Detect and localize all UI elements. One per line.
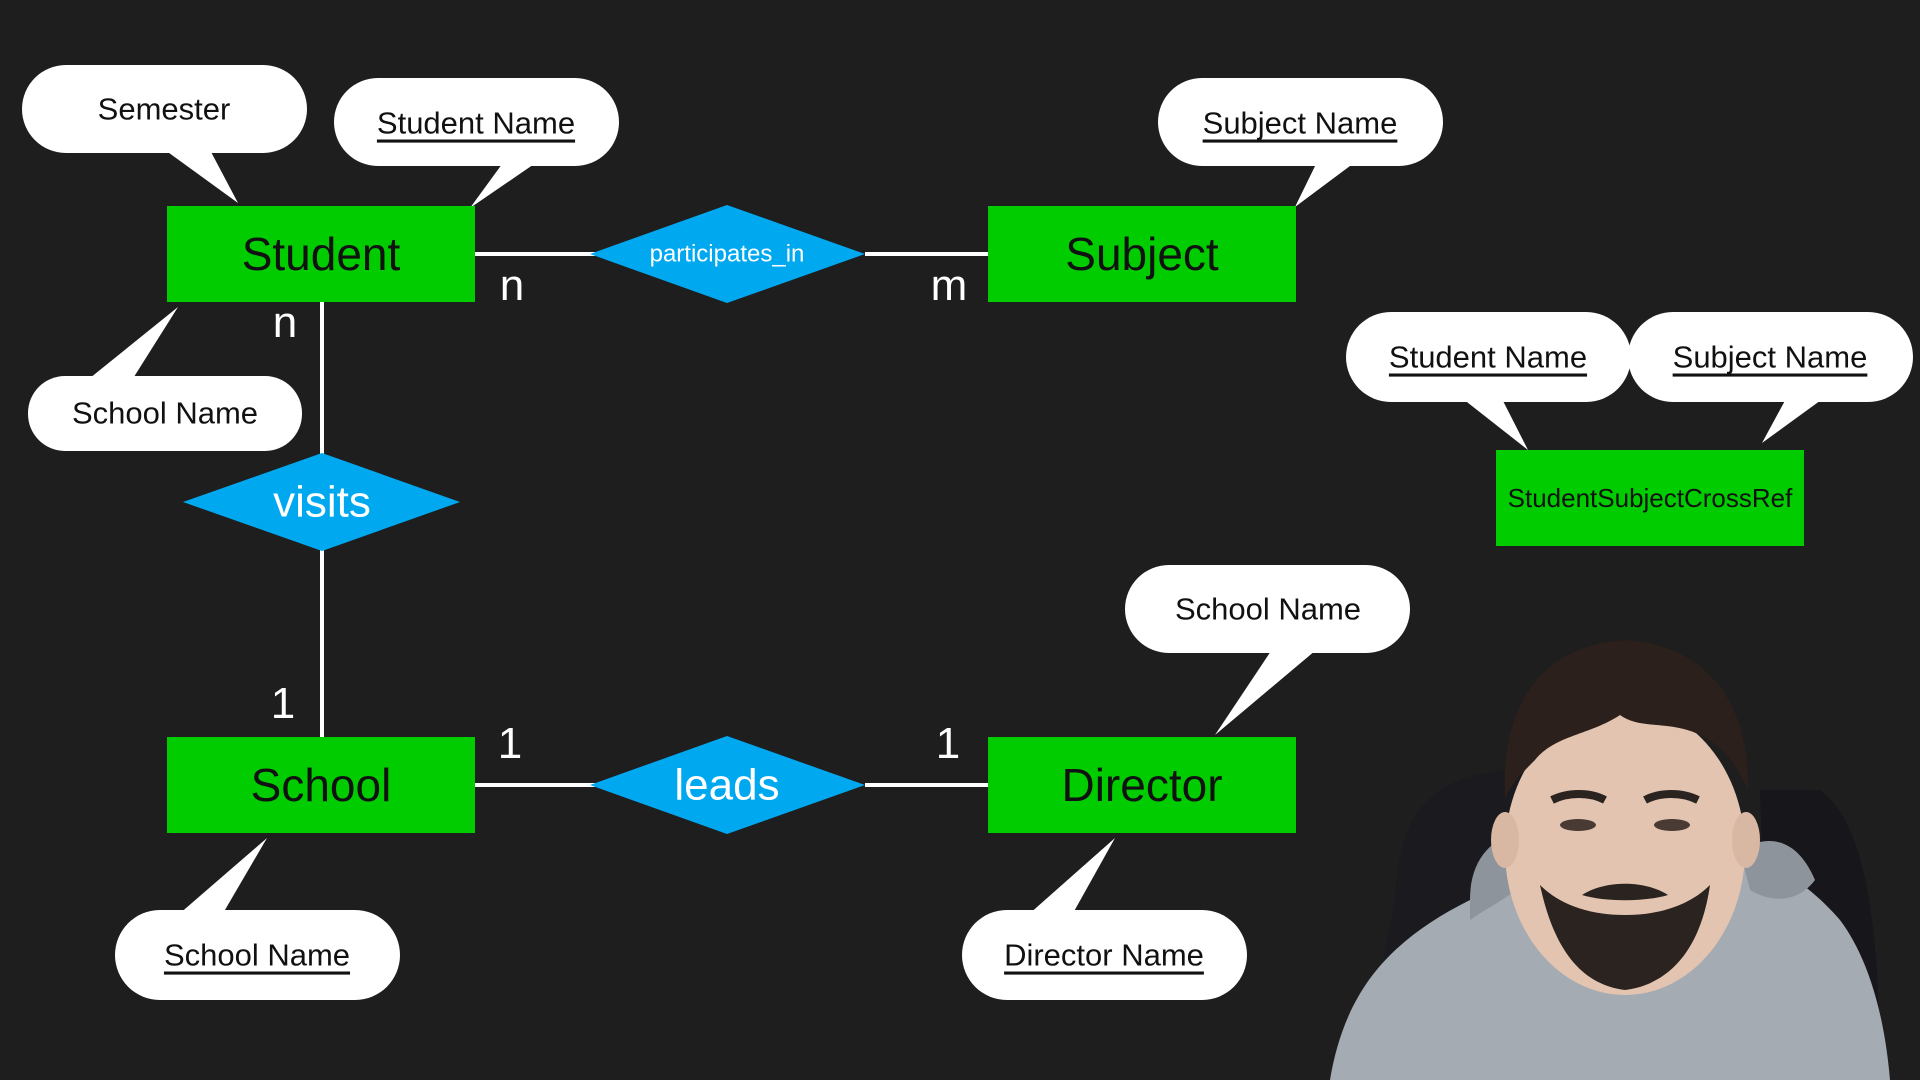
attribute-label: School Name bbox=[1175, 592, 1361, 627]
entity-label: Director bbox=[1061, 759, 1222, 811]
attribute-subject-name: Subject Name bbox=[1158, 78, 1443, 207]
attribute-student-name: Student Name bbox=[334, 78, 619, 208]
attribute-director-school-name: School Name bbox=[1125, 565, 1410, 735]
attribute-label-key: Subject Name bbox=[1673, 340, 1868, 375]
entity-director: Director bbox=[988, 737, 1296, 833]
relationship-visits: visits bbox=[183, 453, 460, 551]
entity-label: StudentSubjectCrossRef bbox=[1508, 483, 1793, 513]
attribute-school-name: School Name bbox=[115, 838, 400, 1000]
relationship-participates-in: participates_in bbox=[590, 205, 865, 303]
attribute-label: Semester bbox=[98, 92, 231, 127]
entity-label: Student bbox=[242, 228, 401, 280]
entity-subject: Subject bbox=[988, 206, 1296, 302]
attribute-label-key: School Name bbox=[164, 938, 350, 973]
connector-lines bbox=[320, 252, 990, 787]
attribute-label-key: Student Name bbox=[377, 106, 575, 141]
attribute-label: School Name bbox=[72, 396, 258, 431]
cardinality-school-visits: 1 bbox=[271, 679, 295, 728]
relationship-label: participates_in bbox=[650, 241, 805, 268]
attribute-label-key: Director Name bbox=[1004, 938, 1204, 973]
cardinality-school-leads: 1 bbox=[498, 719, 522, 768]
attribute-director-name: Director Name bbox=[962, 838, 1247, 1000]
attribute-label-key: Subject Name bbox=[1203, 106, 1398, 141]
relationship-leads: leads bbox=[590, 736, 865, 834]
entity-student-subject-crossref: StudentSubjectCrossRef bbox=[1496, 450, 1804, 546]
cardinality-director-leads: 1 bbox=[936, 719, 960, 768]
relationship-label: visits bbox=[273, 478, 371, 527]
cardinality-student-visits: n bbox=[273, 298, 297, 347]
entity-student: Student bbox=[167, 206, 475, 302]
attribute-student-school-name: School Name bbox=[28, 307, 302, 451]
presenter-webcam bbox=[1330, 640, 1890, 1080]
entity-label: Subject bbox=[1065, 228, 1219, 280]
cardinality-subject-participates: m bbox=[931, 261, 968, 310]
attribute-label-key: Student Name bbox=[1389, 340, 1587, 375]
entity-label: School bbox=[251, 759, 392, 811]
attribute-crossref-subject-name: Subject Name bbox=[1628, 312, 1913, 443]
cardinality-student-participates: n bbox=[500, 261, 524, 310]
attribute-crossref-student-name: Student Name bbox=[1346, 312, 1631, 450]
relationship-label: leads bbox=[674, 761, 779, 810]
attribute-student-semester: Semester bbox=[22, 65, 307, 203]
entity-school: School bbox=[167, 737, 475, 833]
